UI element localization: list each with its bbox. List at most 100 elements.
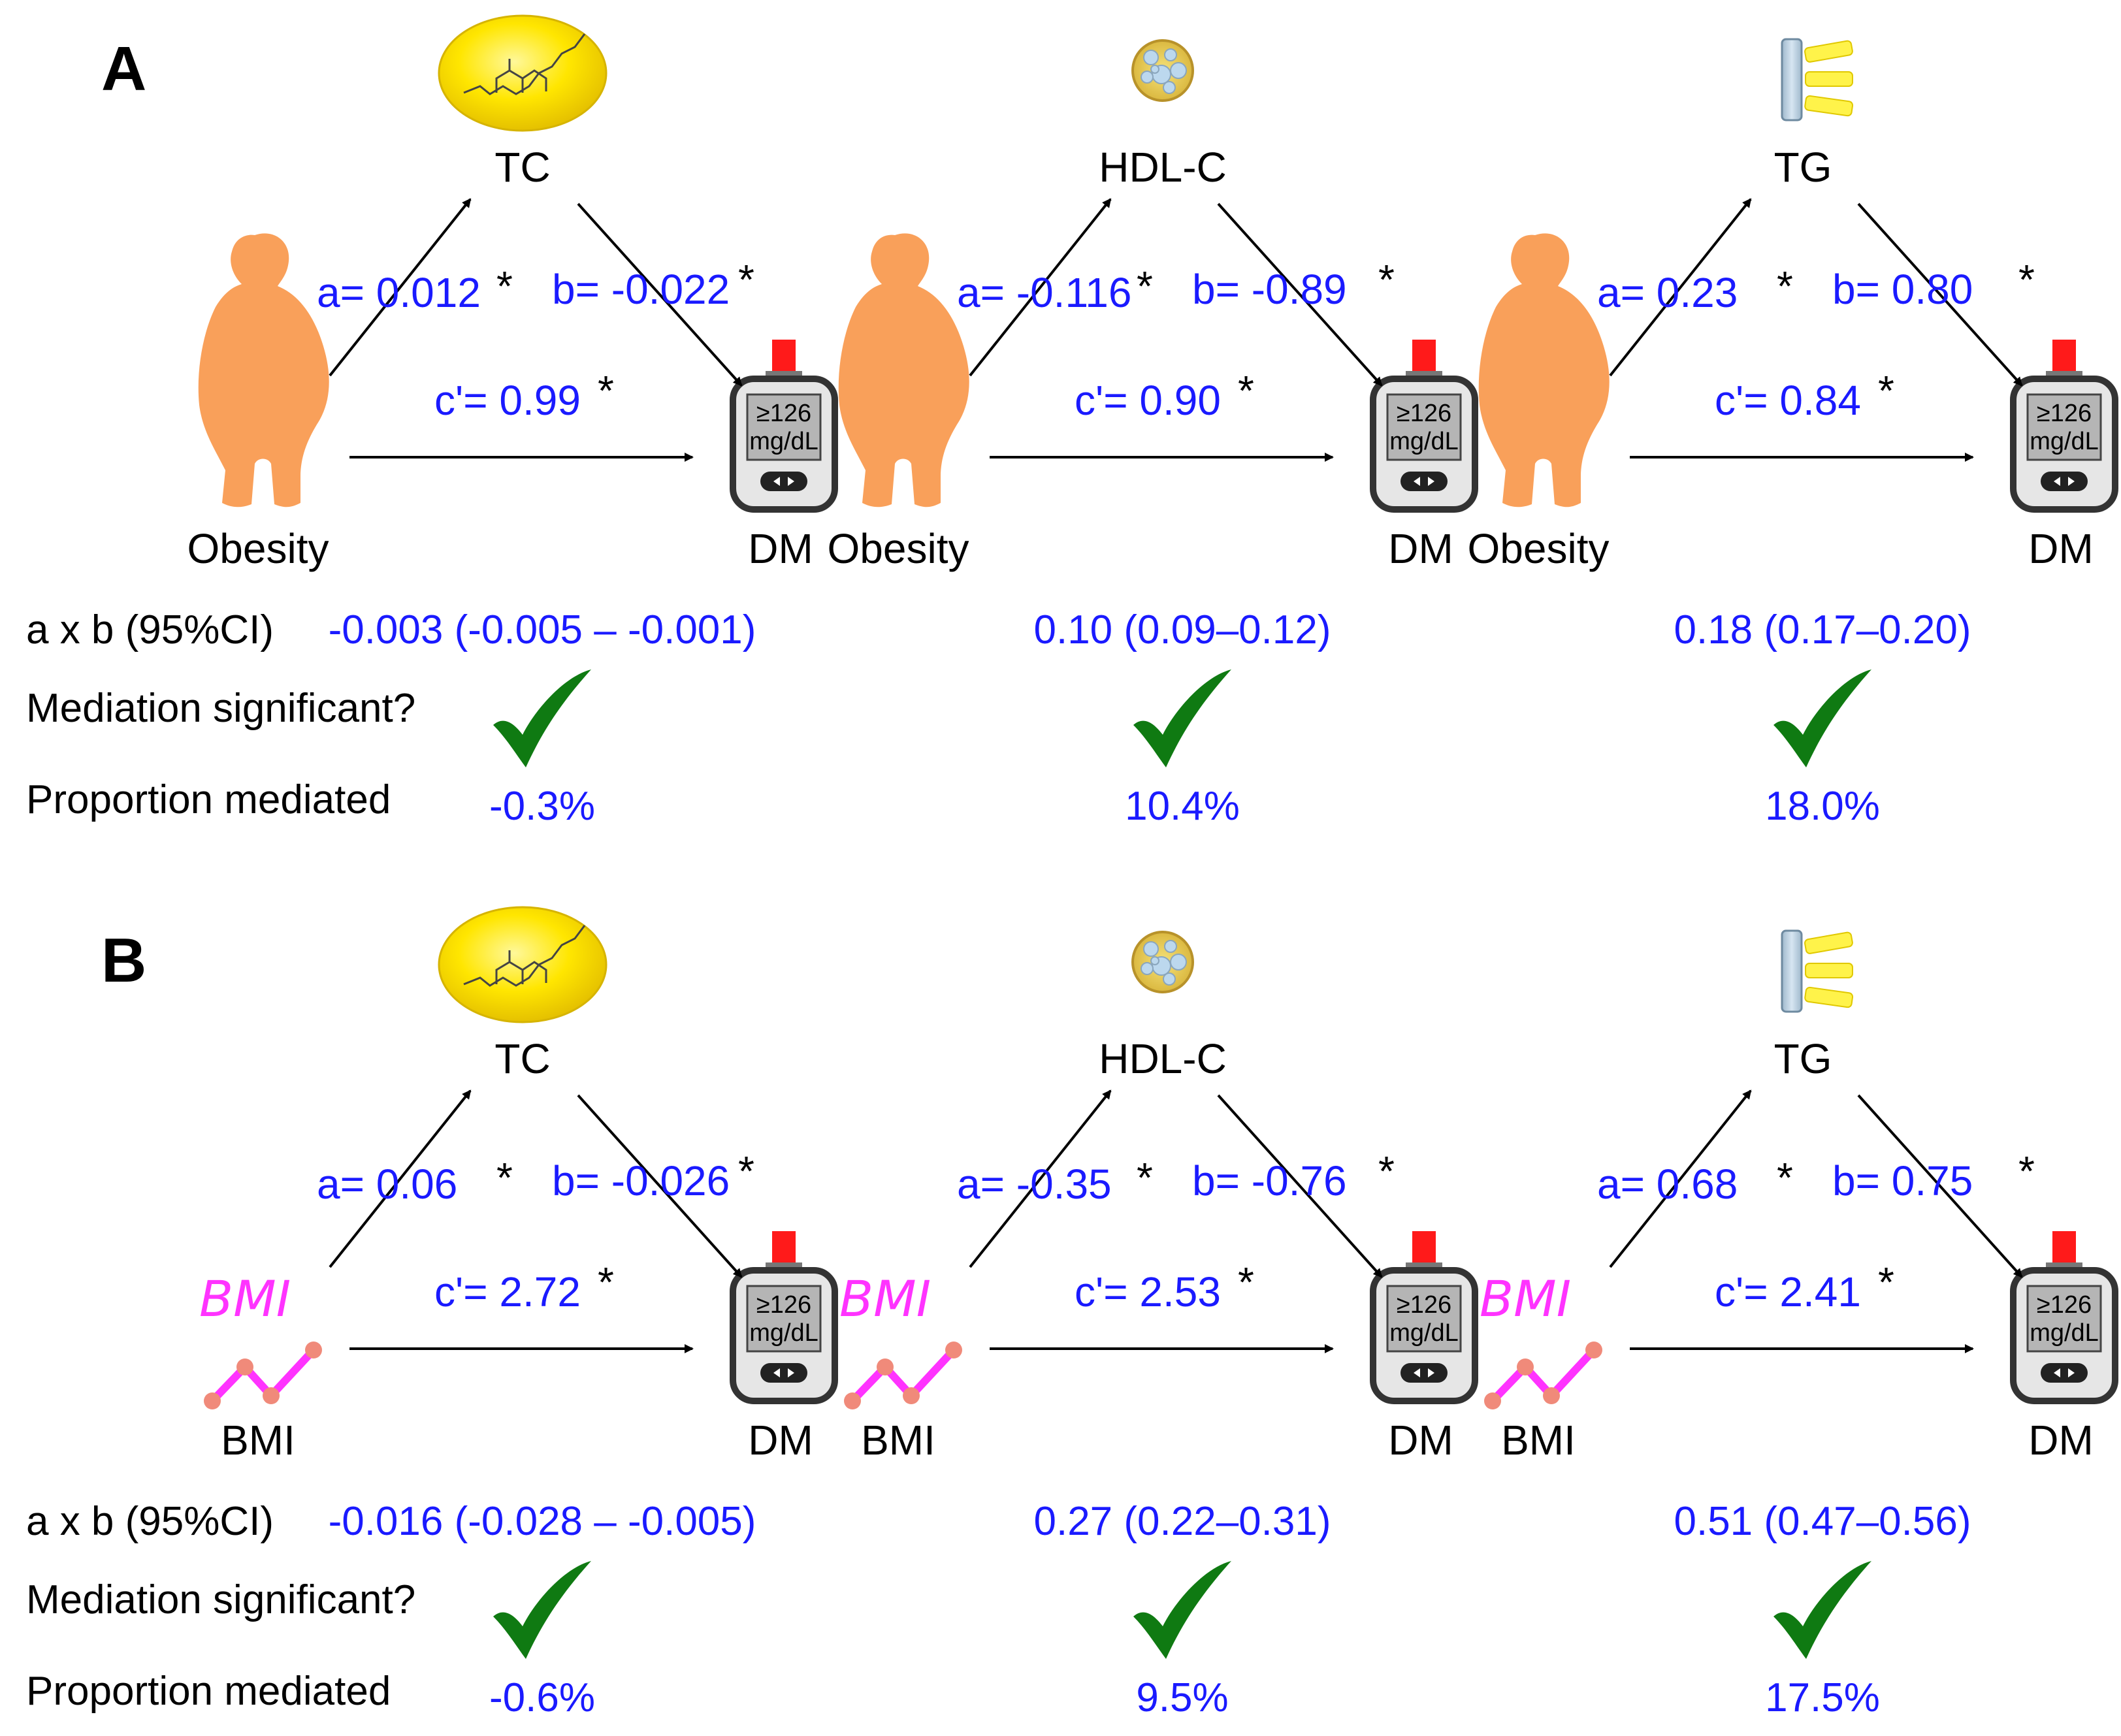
mediator-label: TC [494, 1035, 550, 1082]
coef-b-star: * [2018, 256, 2035, 303]
exposure-label: Obesity [1468, 525, 1610, 572]
obesity-silhouette-icon [838, 233, 969, 507]
meter-reading: ≥126 [2037, 1291, 2092, 1319]
row-label-significant: Mediation significant? [26, 1577, 415, 1622]
coef-c-star: * [1238, 1259, 1254, 1306]
coef-b: b= 0.80 [1832, 266, 1973, 313]
path-a-arrow [329, 1089, 472, 1268]
coef-c-star: * [598, 367, 614, 414]
path-a-arrow [1609, 1089, 1752, 1268]
meter-reading: ≥126 [756, 400, 811, 427]
ab-ci-value: -0.003 (-0.005 – -0.001) [329, 607, 756, 652]
coef-c-star: * [1238, 367, 1254, 414]
mediator-label: TG [1774, 1035, 1832, 1082]
cholesterol-droplet-icon [438, 14, 607, 132]
outcome-label: DM [748, 525, 813, 572]
coef-a: a= 0.23 [1597, 269, 1738, 316]
coef-a-star: * [1777, 1154, 1793, 1201]
meter-reading: ≥126 [1397, 400, 1451, 427]
path-a-arrow [969, 198, 1112, 377]
path-a-arrow [969, 1089, 1112, 1268]
outcome-label: DM [2028, 525, 2094, 572]
coef-b-star: * [1378, 1148, 1395, 1195]
row-label-significant: Mediation significant? [26, 686, 415, 731]
proportion-value: -0.6% [489, 1675, 595, 1720]
meter-unit: mg/dL [2030, 1319, 2099, 1347]
coef-b-star: * [1378, 256, 1395, 303]
coef-c: c'= 2.53 [1075, 1268, 1221, 1315]
check-mark-icon [1773, 1561, 1871, 1659]
path-b-arrow [1217, 202, 1383, 387]
coef-a-star: * [496, 1154, 513, 1201]
path-b-arrow [577, 202, 743, 387]
outcome-label: DM [748, 1417, 813, 1464]
coef-b-star: * [2018, 1148, 2035, 1195]
exposure-label: Obesity [187, 525, 329, 572]
path-a-arrow [1609, 198, 1752, 377]
meter-unit: mg/dL [2030, 428, 2099, 455]
ab-ci-value: -0.016 (-0.028 – -0.005) [329, 1499, 756, 1544]
coef-c-star: * [598, 1259, 614, 1306]
row-label-ab-ci: a x b (95%CI) [26, 607, 274, 652]
lipoprotein-particle-icon [1131, 931, 1194, 993]
mediator-label: HDL-C [1099, 144, 1227, 191]
row-label-ab-ci: a x b (95%CI) [26, 1499, 274, 1544]
proportion-value: 18.0% [1765, 784, 1880, 829]
meter-unit: mg/dL [1389, 1319, 1459, 1347]
outcome-label: DM [2028, 1417, 2094, 1464]
path-b-arrow [1857, 1094, 2023, 1278]
exposure-label: Obesity [828, 525, 969, 572]
row-label-proportion: Proportion mediated [26, 1669, 391, 1714]
outcome-label: DM [1388, 525, 1453, 572]
panel-letter: B [101, 925, 146, 995]
coef-a: a= 0.012 [317, 269, 481, 316]
meter-unit: mg/dL [749, 1319, 818, 1347]
path-b-arrow [1857, 202, 2023, 387]
ab-ci-value: 0.27 (0.22–0.31) [1033, 1499, 1331, 1544]
coef-c: c'= 0.84 [1715, 377, 1861, 424]
coef-c-star: * [1878, 367, 1894, 414]
meter-reading: ≥126 [756, 1291, 811, 1319]
path-a-arrow [329, 198, 472, 377]
coef-a: a= 0.68 [1597, 1161, 1738, 1208]
mediator-label: HDL-C [1099, 1035, 1227, 1082]
coef-a: a= -0.35 [957, 1161, 1112, 1208]
coef-b: b= -0.022 [552, 266, 730, 313]
exposure-label: BMI [221, 1417, 295, 1464]
triglyceride-icon [1781, 38, 1854, 121]
path-b-arrow [577, 1094, 743, 1278]
proportion-value: 10.4% [1125, 784, 1240, 829]
bmi-trend-icon: BMI [199, 1270, 322, 1409]
coef-c: c'= 0.99 [434, 377, 581, 424]
coef-a-star: * [496, 263, 513, 310]
coef-a-star: * [1137, 263, 1153, 310]
coef-a: a= 0.06 [317, 1161, 457, 1208]
coef-a-star: * [1137, 1154, 1153, 1201]
coef-b: b= -0.026 [552, 1157, 730, 1204]
obesity-silhouette-icon [1478, 233, 1610, 507]
bmi-icon-text: BMI [199, 1270, 291, 1328]
coef-c: c'= 2.41 [1715, 1268, 1861, 1315]
coef-b-star: * [738, 1148, 754, 1195]
triglyceride-icon [1781, 929, 1854, 1013]
meter-unit: mg/dL [1389, 428, 1459, 455]
coef-c-star: * [1878, 1259, 1894, 1306]
check-mark-icon [493, 669, 591, 767]
mediator-label: TC [494, 144, 550, 191]
proportion-value: 9.5% [1136, 1675, 1228, 1720]
